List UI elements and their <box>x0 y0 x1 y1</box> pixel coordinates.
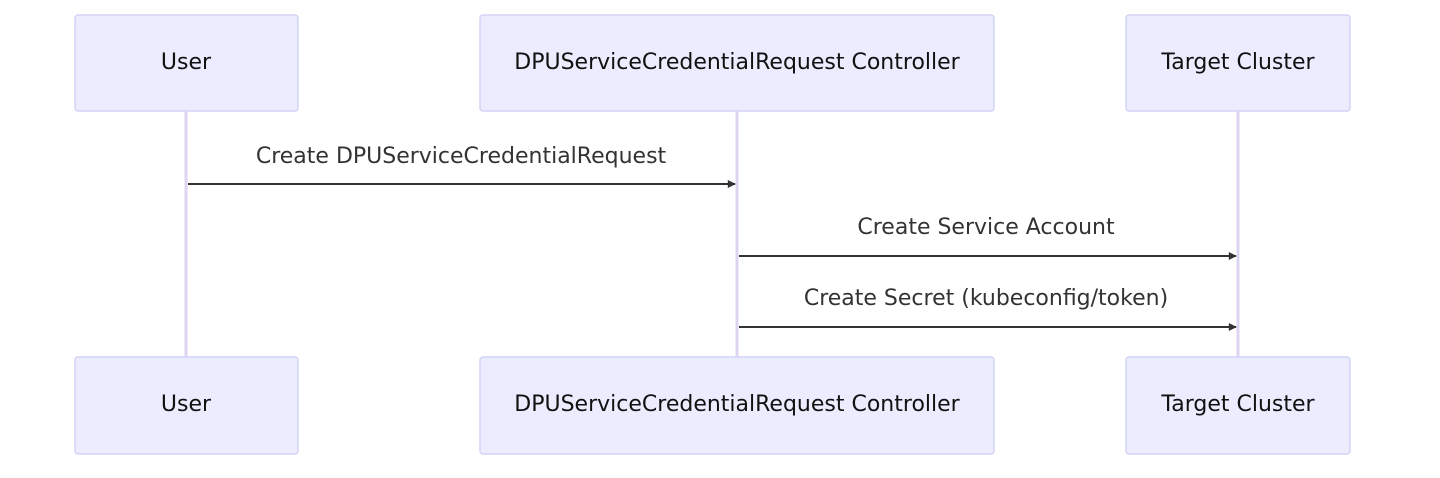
message-3: Create Secret (kubeconfig/token) <box>739 286 1237 331</box>
actor-target-top-label: Target Cluster <box>1160 50 1315 75</box>
actor-target-bottom: Target Cluster <box>1125 356 1351 455</box>
message-3-label: Create Secret (kubeconfig/token) <box>804 286 1168 311</box>
message-1: Create DPUServiceCredentialRequest <box>188 144 736 188</box>
actor-user-top: User <box>74 14 299 112</box>
actor-user-bottom-label: User <box>161 392 212 417</box>
message-2: Create Service Account <box>739 215 1237 260</box>
actor-target-bottom-label: Target Cluster <box>1160 392 1315 417</box>
actor-controller-bottom-label: DPUServiceCredentialRequest Controller <box>514 392 960 417</box>
message-2-label: Create Service Account <box>857 215 1115 240</box>
actor-user-top-label: User <box>161 50 212 75</box>
actor-user-bottom: User <box>74 356 299 455</box>
actor-controller-top: DPUServiceCredentialRequest Controller <box>479 14 995 112</box>
actor-target-top: Target Cluster <box>1125 14 1351 112</box>
message-1-label: Create DPUServiceCredentialRequest <box>256 144 667 169</box>
actor-controller-bottom: DPUServiceCredentialRequest Controller <box>479 356 995 455</box>
actor-controller-top-label: DPUServiceCredentialRequest Controller <box>514 50 960 75</box>
